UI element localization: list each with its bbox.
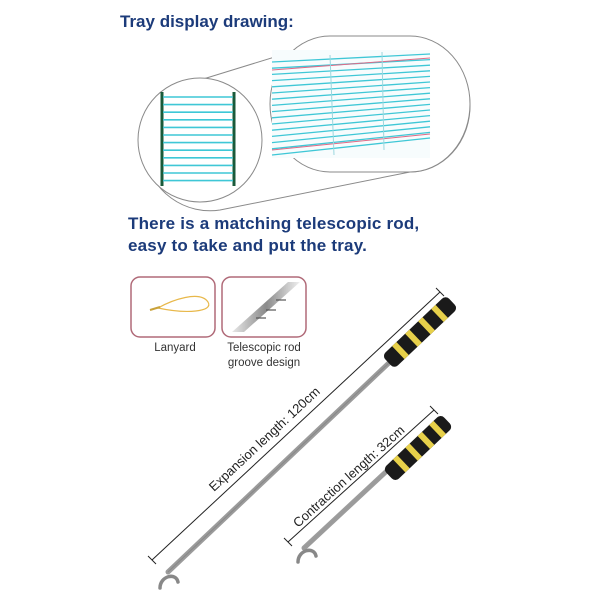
tray-magnifier-circle bbox=[137, 77, 263, 203]
rod-headline-line2: easy to take and put the tray. bbox=[128, 236, 368, 255]
tray-shelf-line bbox=[271, 70, 431, 82]
groove-detail bbox=[221, 276, 307, 338]
tray-shelf-line bbox=[271, 98, 431, 113]
contracted-rod-handle bbox=[384, 416, 452, 480]
tray-shelf-line bbox=[271, 81, 431, 94]
groove-label-line1: Telescopic rod bbox=[227, 342, 301, 354]
tray-shelf-line bbox=[271, 53, 431, 63]
tray-section-title: Tray display drawing: bbox=[120, 12, 294, 31]
tray-drawing bbox=[137, 35, 471, 212]
tray-shelf-line bbox=[271, 137, 431, 156]
expanded-rod bbox=[147, 287, 457, 590]
tray-front-view bbox=[160, 92, 236, 186]
lanyard-label: Lanyard bbox=[154, 342, 196, 354]
tray-shelf-line bbox=[271, 109, 431, 125]
lanyard-caption: Lanyard bbox=[140, 341, 210, 356]
tray-shelf-line bbox=[271, 86, 431, 100]
tray-shelf-line bbox=[271, 114, 431, 131]
groove-caption: Telescopic rod groove design bbox=[214, 341, 314, 371]
tray-shelf-line bbox=[271, 64, 431, 76]
tray-shelf-line bbox=[271, 120, 431, 138]
contracted-rod-fork bbox=[296, 548, 318, 564]
rod-headline-line1: There is a matching telescopic rod, bbox=[128, 214, 420, 233]
tray-perspective-view bbox=[271, 50, 431, 158]
rod-groove-icon bbox=[232, 282, 300, 332]
tray-shelf-line bbox=[271, 103, 431, 119]
groove-label-line2: groove design bbox=[227, 357, 301, 369]
tray-shelf-line bbox=[271, 131, 431, 150]
expanded-rod-handle bbox=[383, 297, 457, 367]
tray-shelf-line bbox=[271, 126, 431, 144]
lanyard-icon bbox=[156, 295, 210, 312]
lanyard-detail bbox=[130, 276, 216, 338]
tray-shelf-line bbox=[271, 92, 431, 107]
expanded-rod-fork bbox=[158, 574, 180, 590]
tray-shelf-line bbox=[271, 75, 431, 88]
contracted-rod bbox=[283, 405, 452, 564]
